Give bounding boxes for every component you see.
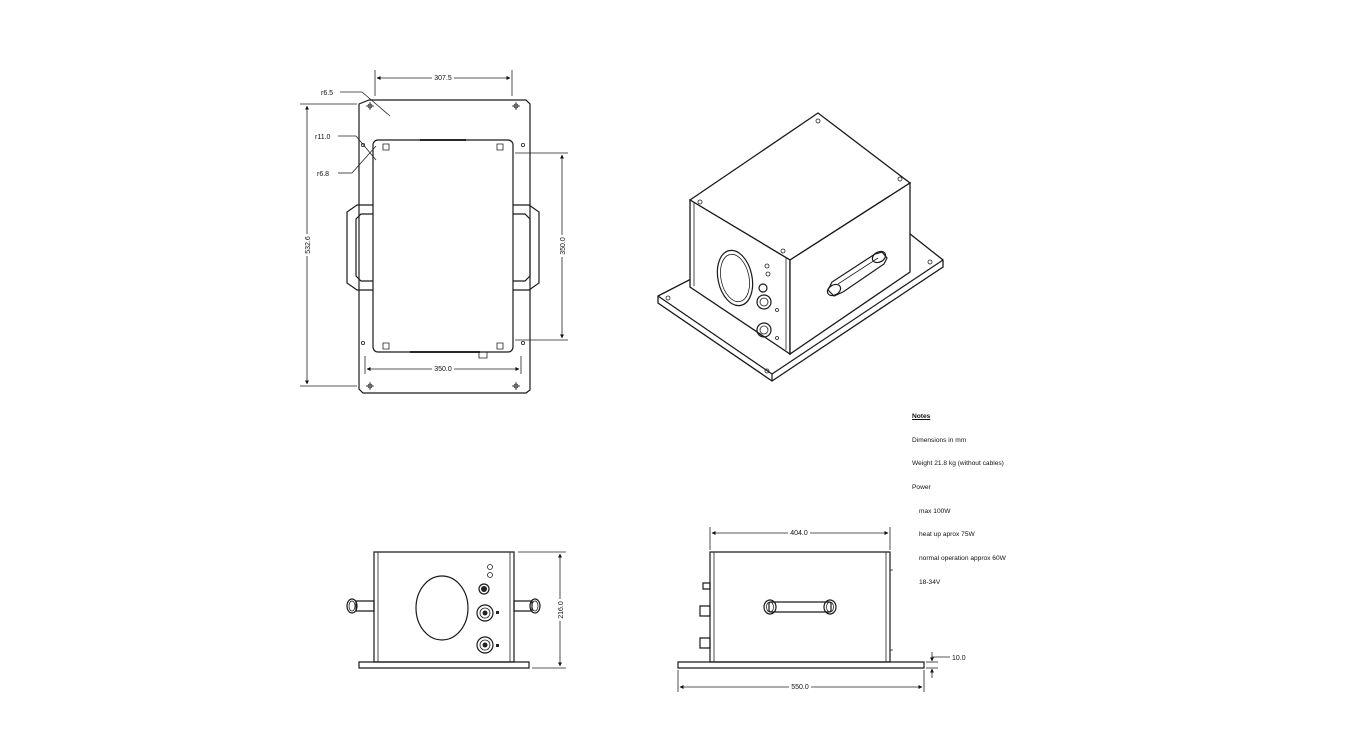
side-view-connectors bbox=[700, 583, 710, 648]
top-view-plate-holes bbox=[361, 102, 524, 390]
dim-front-height-label: 216.0 bbox=[558, 601, 565, 619]
dim-side-top: 404.0 bbox=[710, 527, 890, 550]
radius-callouts: r6.5 r11.0 r6.8 bbox=[315, 90, 390, 178]
notes-weight: Weight 21.8 kg (without cables) bbox=[912, 460, 1004, 468]
notes-power-normal: normal operation approx 60W bbox=[919, 555, 1006, 563]
dim-side-top-label: 404.0 bbox=[790, 530, 808, 537]
notes-power-voltage: 18-34V bbox=[919, 578, 941, 586]
dim-right-height-label: 350.0 bbox=[560, 237, 567, 255]
iso-connectors bbox=[757, 264, 779, 340]
dim-front-height: 216.0 bbox=[518, 552, 566, 668]
dim-bottom-width: 350.0 bbox=[365, 356, 521, 374]
radius-label-1: r6.5 bbox=[321, 90, 333, 97]
front-view: 216.0 bbox=[347, 552, 566, 668]
dim-side-bottom: 550.0 bbox=[678, 670, 924, 692]
dim-top-width-label: 307.5 bbox=[434, 75, 452, 82]
dim-top-width: 307.5 bbox=[375, 70, 512, 96]
notes-block: Notes Dimensions in mm Weight 21.8 kg (w… bbox=[912, 397, 1006, 595]
dim-side-plate-label: 10.0 bbox=[952, 655, 966, 662]
iso-window bbox=[713, 247, 758, 309]
top-view: 307.5 532.6 350.0 350.0 bbox=[300, 70, 568, 393]
dim-bottom-width-label: 350.0 bbox=[434, 366, 452, 373]
front-view-base-plate bbox=[359, 662, 529, 668]
dim-left-height: 532.6 bbox=[300, 104, 357, 386]
isometric-view bbox=[658, 113, 943, 381]
dim-right-height: 350.0 bbox=[515, 153, 568, 340]
side-view-base-plate bbox=[678, 662, 924, 668]
top-view-box-body bbox=[373, 140, 513, 352]
notes-power-heatup: heat up aprox 75W bbox=[919, 531, 975, 539]
front-view-connectors bbox=[477, 565, 499, 654]
notes-dimensions: Dimensions in mm bbox=[912, 436, 967, 444]
radius-label-3: r6.8 bbox=[317, 171, 329, 178]
iso-handle bbox=[825, 249, 887, 298]
front-view-left-handle bbox=[347, 599, 374, 613]
iso-box bbox=[690, 113, 910, 354]
notes-power-max: max 100W bbox=[919, 507, 951, 515]
top-view-left-handle bbox=[347, 205, 373, 290]
dim-side-plate: 10.0 bbox=[926, 652, 966, 678]
side-view: 404.0 550.0 10.0 bbox=[678, 527, 966, 692]
front-view-right-handle bbox=[514, 599, 540, 613]
notes-title: Notes bbox=[912, 412, 931, 420]
dim-side-bottom-label: 550.0 bbox=[791, 684, 809, 691]
dim-left-height-label: 532.6 bbox=[305, 236, 312, 254]
top-view-right-handle bbox=[513, 205, 539, 290]
radius-label-2: r11.0 bbox=[315, 134, 331, 141]
side-view-box bbox=[710, 552, 890, 662]
side-view-handle bbox=[764, 600, 836, 614]
notes-power-heading: Power bbox=[912, 483, 931, 491]
front-view-window bbox=[416, 576, 468, 640]
top-view-box-screws bbox=[383, 144, 503, 349]
top-view-base-plate bbox=[359, 100, 530, 393]
